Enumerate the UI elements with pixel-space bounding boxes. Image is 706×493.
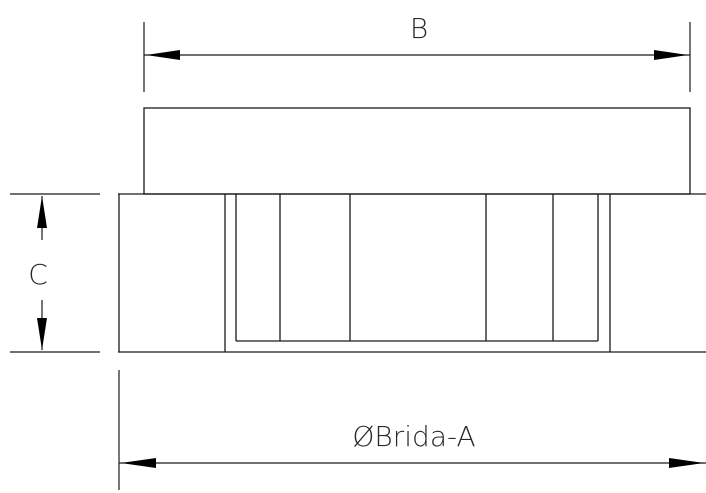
dimension-c-arrow-top xyxy=(37,196,47,228)
dimension-b-arrow-left xyxy=(146,50,180,60)
dimension-c-arrow-bottom xyxy=(37,318,47,350)
dimension-b: B xyxy=(143,12,691,92)
dimension-a-label: ØBrida-A xyxy=(352,420,475,453)
dimension-flange-a: ØBrida-A xyxy=(118,370,706,490)
dimension-a-arrow-left xyxy=(121,458,156,468)
dimension-b-label: B xyxy=(410,12,428,45)
top-block xyxy=(143,107,691,195)
dimension-a-arrow-right xyxy=(669,458,704,468)
dimension-b-arrow-right xyxy=(654,50,688,60)
dimension-c-label: C xyxy=(28,258,48,291)
dimension-c: C xyxy=(10,193,100,353)
